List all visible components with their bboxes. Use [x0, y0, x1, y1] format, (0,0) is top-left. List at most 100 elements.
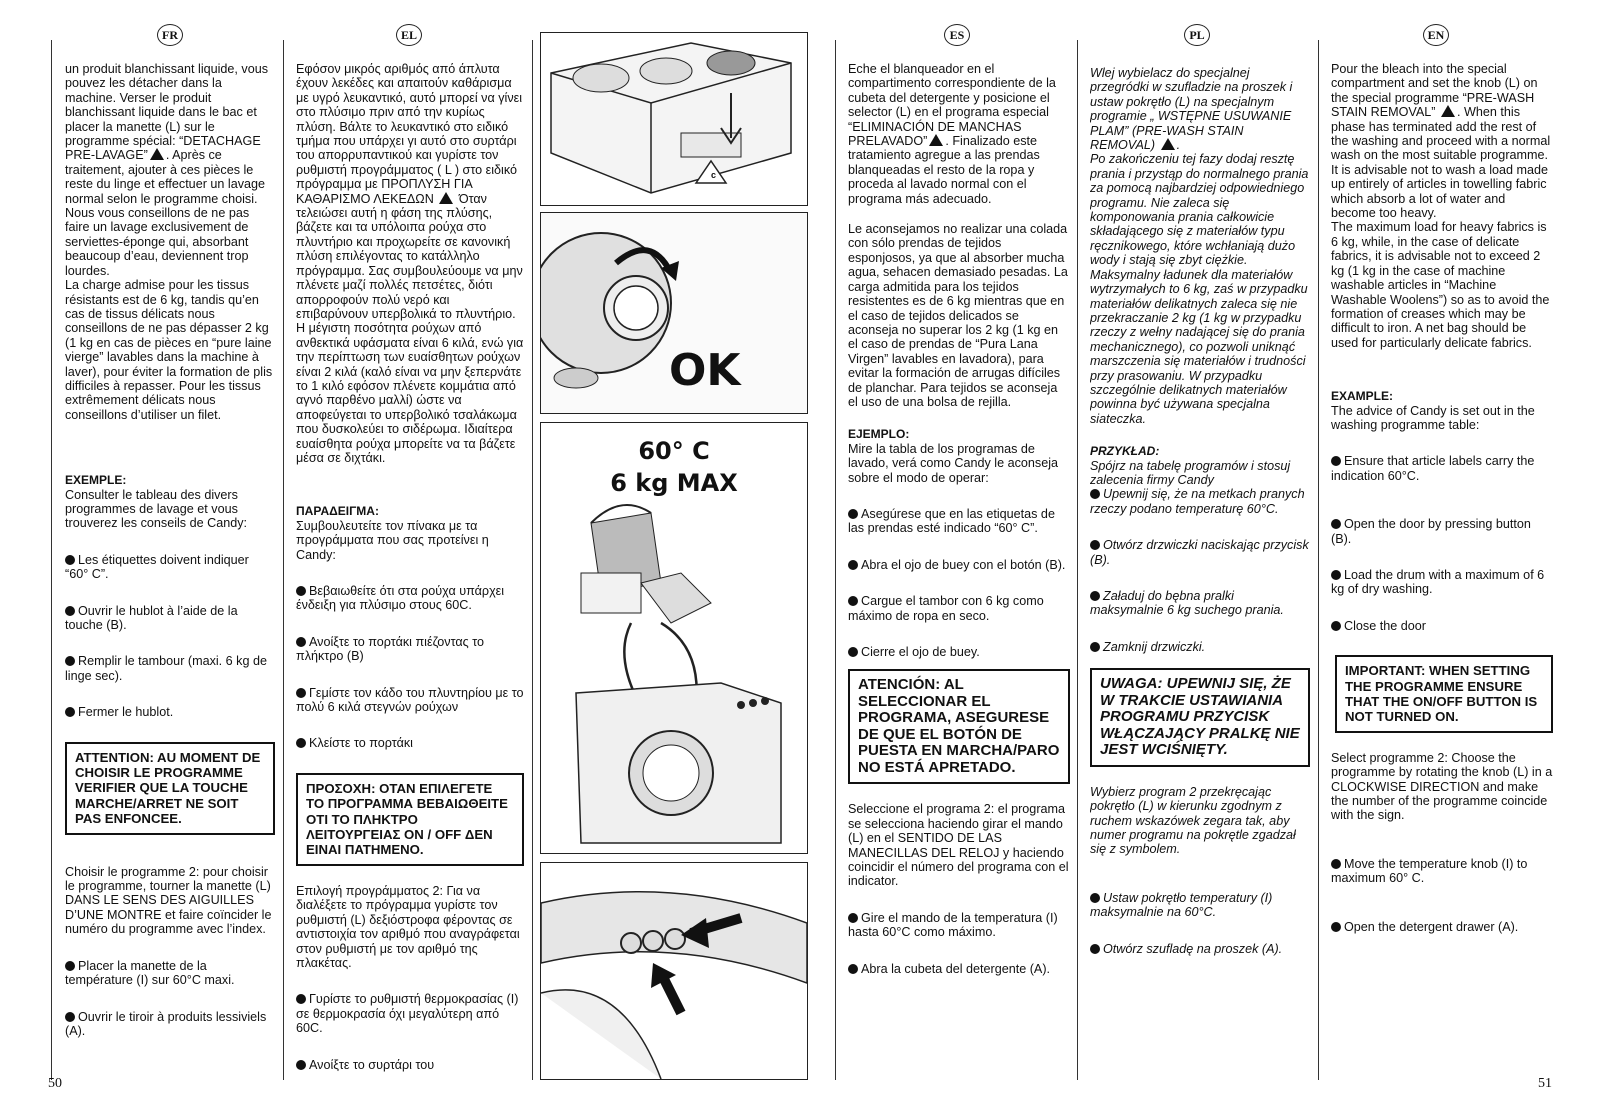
bullet-icon [1331, 519, 1341, 530]
bullet-icon [1090, 892, 1100, 903]
example-text: The advice of Candy is set out in the wa… [1331, 403, 1535, 432]
laundry-drawing [575, 504, 782, 844]
warning-box: IMPORTANT: WHEN SETTING THE PROGRAMME EN… [1335, 655, 1553, 733]
bullet-icon [296, 636, 306, 647]
temperature-label: 60° C [638, 437, 710, 465]
lang-badge-pl: PL [1184, 24, 1210, 46]
bullet-icon [848, 912, 858, 923]
list-item: Ensure that article labels carry the ind… [1331, 454, 1535, 483]
list-item: Otwórz drzwiczki naciskając przycisk (B)… [1090, 538, 1309, 567]
column-es: Eche el blanqueador en el compartimento … [848, 62, 1070, 1072]
list-item: Close the door [1344, 618, 1426, 633]
list-item: Ustaw pokrętło temperatury (I) maksymaln… [1090, 890, 1273, 920]
example-title: EXAMPLE: [1331, 389, 1394, 404]
drawer-label: c [711, 170, 717, 180]
list-item: Open the detergent drawer (A). [1344, 919, 1519, 934]
warning-box: ATTENTION: AU MOMENT DE CHOISIR LE PROGR… [65, 741, 275, 835]
example-text: Συμβουλευτείτε τον πίνακα με τα προγράμμ… [296, 518, 489, 562]
list-item: Ouvrir le hublot à l’aide de la touche (… [65, 603, 238, 632]
bullet-icon [848, 963, 858, 974]
warning-triangle-icon [1160, 138, 1175, 151]
list-item: Abra el ojo de buey con el botón (B). [861, 557, 1066, 572]
bullet-icon [65, 1011, 75, 1022]
text-paragraph: . Finalizado este tratamiento agregue a … [848, 134, 1040, 206]
text-paragraph: Όταν τελειώσει αυτή η φάση της πλύσης, β… [296, 191, 523, 321]
example-title: ΠΑΡΑΔΕΙΓΜΑ: [296, 504, 379, 519]
bullet-icon [65, 707, 75, 718]
bullet-icon [1090, 489, 1100, 500]
text-paragraph: The maximum load for heavy fabrics is 6 … [1331, 220, 1550, 350]
laundry-illustration: 60° C 6 kg MAX [540, 422, 808, 854]
list-item: Ανοίξτε το συρτάρι του απορρυπαντικού (A… [296, 1057, 435, 1072]
bullet-icon [1090, 641, 1100, 652]
list-item: Βεβαιωθείτε ότι στα ρούχα υπάρχει ένδειξ… [296, 584, 505, 613]
example-title: EJEMPLO: [848, 427, 910, 442]
example-text: Mire la tabla de los programas de lavado… [848, 441, 1059, 485]
ok-label: OK [669, 345, 741, 396]
text-paragraph: . [1176, 138, 1181, 153]
bullet-icon [65, 656, 75, 667]
text-paragraph: Wybierz program 2 przekręcając pokrętło … [1090, 784, 1296, 857]
list-item: Κλείστε το πορτάκι [309, 736, 413, 751]
column-divider [1318, 40, 1319, 1080]
bullet-icon [1090, 943, 1100, 954]
column-en: Pour the bleach into the special compart… [1331, 62, 1553, 1072]
bullet-icon [296, 738, 306, 749]
list-item: Load the drum with a maximum of 6 kg of … [1331, 567, 1545, 597]
lang-badge-fr: FR [157, 24, 183, 46]
drawer-drawing [550, 42, 792, 194]
text-paragraph: Pour the bleach into the special compart… [1331, 62, 1538, 120]
example-text: Spójrz na tabelę programów i stosuj zale… [1090, 458, 1291, 487]
knob-drawing [541, 213, 807, 413]
column-fr: un produit blanchissant liquide, vous po… [65, 62, 275, 1072]
text-paragraph: . Après ce traitement, ajouter à ces piè… [65, 148, 266, 206]
page-number-right: 51 [1538, 1076, 1552, 1091]
list-item: Otwórz szufladę na proszek (A). [1103, 941, 1283, 956]
control-panel-drawing [541, 891, 807, 1079]
column-el: Εφόσον μικρός αριθμός από άπλυτα έχουν λ… [296, 62, 524, 1072]
text-paragraph: Εφόσον μικρός αριθμός από άπλυτα έχουν λ… [296, 62, 523, 206]
lang-badge-es: ES [944, 24, 970, 46]
list-item: Cierre el ojo de buey. [861, 645, 980, 659]
text-paragraph: Select programme 2: Choose the programme… [1331, 750, 1553, 823]
list-item: Move the temperature knob (I) to maximum… [1331, 856, 1528, 886]
list-item: Załaduj do bębna pralki maksymalnie 6 kg… [1090, 589, 1284, 618]
list-item: Abra la cubeta del detergente (A). [861, 961, 1051, 976]
list-item: Gire el mando de la temperatura (I) hast… [848, 910, 1058, 940]
list-item: Ανοίξτε το πορτάκι πιέζοντας το πλήκτρο … [296, 634, 485, 664]
warning-triangle-icon [1441, 105, 1455, 118]
list-item: Zamknij drzwiczki. [1103, 639, 1206, 654]
text-paragraph: Seleccione el programa 2: el programa se… [848, 802, 1069, 889]
max-load-label: 6 kg MAX [610, 469, 738, 497]
detergent-drawer-illustration: c [540, 32, 808, 206]
bullet-icon [1331, 921, 1341, 932]
text-paragraph: La charge admise pour les tissus résista… [65, 278, 273, 422]
list-item: Remplir le tambour (maxi. 6 kg de linge … [65, 654, 267, 683]
example-title: PRZYKŁAD: [1090, 444, 1160, 459]
lang-badge-en: EN [1423, 24, 1449, 46]
text-paragraph: Επιλογή προγράμματος 2: Για να διαλέξετε… [296, 883, 520, 970]
bullet-icon [1090, 591, 1100, 601]
text-paragraph: Nous vous conseillons de ne pas faire un… [65, 206, 250, 278]
warning-triangle-icon [149, 148, 164, 161]
bullet-icon [848, 508, 858, 519]
bullet-icon [1331, 569, 1341, 580]
bullet-icon [65, 960, 75, 971]
text-paragraph: Wlej wybielacz do specjalnej przegródki … [1090, 66, 1293, 153]
text-paragraph: Choisir le programme 2: pour choisir le … [65, 864, 272, 937]
page-number-left: 50 [48, 1076, 62, 1091]
text-paragraph: un produit blanchissant liquide, vous po… [65, 62, 269, 163]
text-paragraph: . When this phase has terminated add the… [1331, 105, 1551, 221]
list-item: Asegúrese que en las etiquetas de las pr… [848, 506, 1055, 536]
bullet-icon [1331, 456, 1341, 467]
bullet-icon [1090, 540, 1100, 551]
bullet-icon [296, 1059, 306, 1070]
list-item: Ouvrir le tiroir à produits lessiviels (… [65, 1009, 267, 1038]
bullet-icon [848, 559, 858, 570]
bullet-icon [65, 605, 75, 616]
warning-triangle-icon [439, 191, 454, 204]
column-divider [51, 40, 52, 1080]
bullet-icon [296, 687, 306, 698]
example-title: EXEMPLE: [65, 473, 127, 488]
list-item: Placer la manette de la température (I) … [65, 958, 235, 988]
